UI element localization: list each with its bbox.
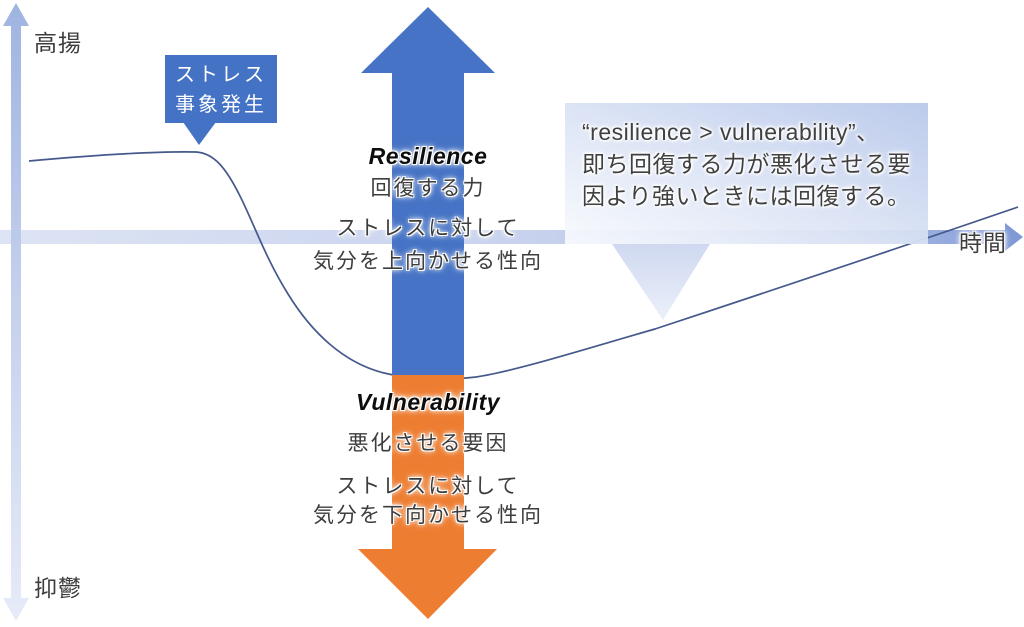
resilience-desc-line1: ストレスに対して (336, 217, 520, 240)
note-line2: 即ち回復する力が悪化させる要 (582, 151, 911, 177)
note-callout-bubble (565, 103, 928, 244)
y-axis-top-label: 高揚 (34, 30, 82, 56)
note-line3: 因より強いときには回復する。 (582, 183, 911, 209)
mood-axis-arrow-icon (3, 3, 29, 621)
mood-curve (28, 151, 1019, 380)
y-axis-bottom-label: 抑鬱 (34, 575, 82, 601)
stress-callout-pointer-icon (183, 122, 216, 145)
vulnerability-down-arrow-icon (358, 375, 497, 619)
note-callout-pointer-icon (612, 244, 710, 320)
stress-event-callout: ストレス 事象発生 (165, 55, 277, 123)
note-callout-text: “resilience > vulnerability”、 即ち回復する力が悪化… (582, 116, 911, 212)
stress-event-line2: 事象発生 (175, 94, 267, 116)
note-line1: “resilience > vulnerability”、 (582, 119, 880, 145)
vulnerability-title: Vulnerability (355, 389, 501, 415)
time-axis-arrowhead-icon (1005, 223, 1023, 251)
vulnerability-desc-line1: ストレスに対して (336, 475, 520, 498)
vulnerability-label: 悪化させる要因 (347, 432, 509, 455)
resilience-label: 回復する力 (370, 177, 486, 200)
x-axis-label: 時間 (959, 230, 1007, 256)
resilience-desc-line2: 気分を上向かせる性向 (313, 250, 543, 273)
resilience-title: Resilience (368, 143, 488, 169)
vulnerability-desc-line2: 気分を下向かせる性向 (313, 504, 543, 527)
stress-event-line1: ストレス (175, 64, 267, 86)
resilience-up-arrow-icon (361, 7, 495, 375)
